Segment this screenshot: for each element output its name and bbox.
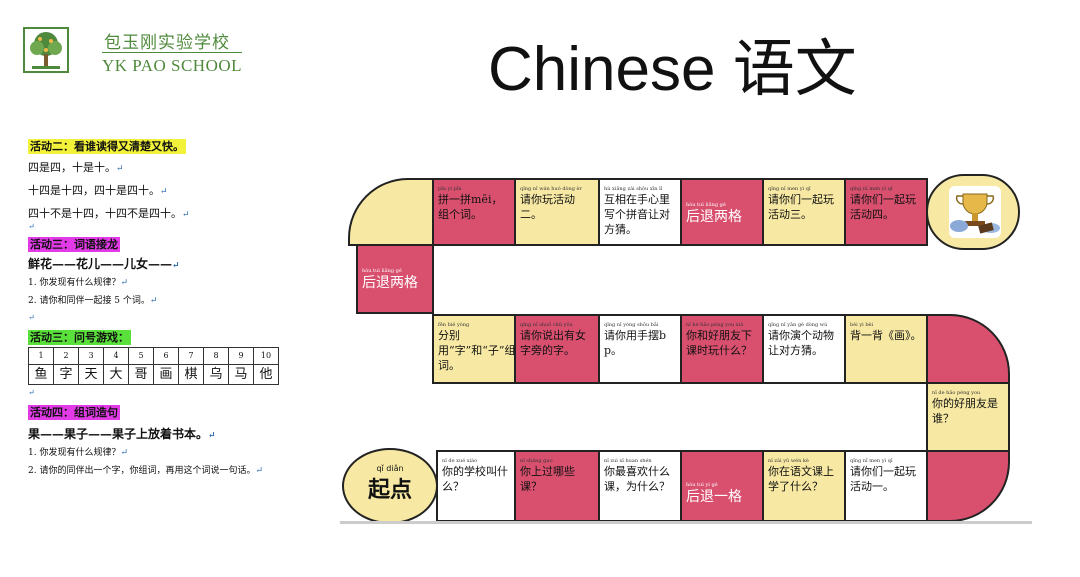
character-cell: 乌 [203, 364, 229, 385]
paragraph-mark: ↵ [28, 313, 35, 322]
question-1: 1. 你发现有什么规律？↵ [28, 278, 128, 288]
number-cell: 5 [128, 347, 154, 365]
character-cell: 字 [53, 364, 79, 385]
school-name-chinese: 包玉刚实验学校 [104, 33, 230, 53]
number-cell: 2 [53, 347, 79, 365]
trophy-icon [949, 186, 1001, 238]
question-game-header: 活动三：问号游戏： [28, 330, 131, 345]
activity-sheet: 活动二：看谁读得又清楚又快。 四是四，十是十。↵ 十四是十四，四十是四十。↵ 四… [28, 135, 328, 478]
character-table: 1 2 3 4 5 6 7 8 9 10 鱼 字 天 大 哥 画 棋 乌 马 他 [28, 347, 279, 385]
character-cell: 他 [253, 364, 279, 385]
number-cell: 7 [178, 347, 204, 365]
board-baseline [340, 521, 1032, 524]
word-chain: 鲜花——花儿——儿女——↵ [28, 257, 180, 271]
board-corner-middle-right [926, 314, 1010, 384]
start-pinyin: qǐ diǎn [376, 464, 404, 473]
character-cell: 画 [153, 364, 179, 385]
character-cell: 大 [103, 364, 129, 385]
character-cell: 天 [78, 364, 104, 385]
school-name-english: YK PAO SCHOOL [102, 56, 243, 75]
number-cell: 9 [228, 347, 254, 365]
number-cell: 10 [253, 347, 279, 365]
page-title: Chinese 语文 [488, 35, 857, 104]
activity-two-header: 活动二：看谁读得又清楚又快。 [28, 139, 186, 154]
tongue-twister-line-3: 四十不是十四，十四不是四十。↵ [28, 207, 190, 220]
number-cell: 8 [203, 347, 229, 365]
logo-divider [102, 52, 242, 53]
start-circle: qǐ diǎn 起点 [342, 448, 438, 524]
board-corner-top-left [348, 178, 434, 246]
number-cell: 4 [103, 347, 129, 365]
character-cell: 棋 [178, 364, 204, 385]
start-label: 起点 [367, 477, 412, 503]
paragraph-mark: ↵ [28, 388, 35, 397]
activity-three-header: 活动三：词语接龙 [28, 237, 120, 252]
board-corner-bottom-right [926, 450, 1010, 522]
question-2: 2. 请你和同伴一起接 5 个词。↵ [28, 296, 158, 306]
number-cell: 1 [28, 347, 54, 365]
character-cell: 马 [228, 364, 254, 385]
question-1: 1. 你发现有什么规律？↵ [28, 448, 128, 458]
number-cell: 3 [78, 347, 104, 365]
finish-circle [926, 174, 1020, 250]
activity-four-header: 活动四：组词造句 [28, 405, 120, 420]
number-cell: 6 [153, 347, 179, 365]
tree-logo-icon [23, 27, 69, 73]
school-logo: 包玉刚实验学校 YK PAO SCHOOL [20, 22, 242, 78]
question-2: 2. 请你的同伴出一个字，你组词，再用这个词说一句话。↵ [28, 466, 263, 476]
character-cell: 鱼 [28, 364, 54, 385]
paragraph-mark: ↵ [28, 222, 35, 231]
sentence-chain: 果——果子——果子上放着书本。↵ [28, 427, 216, 441]
tongue-twister-line-1: 四是四，十是十。↵ [28, 161, 124, 174]
character-cell: 哥 [128, 364, 154, 385]
tongue-twister-line-2: 十四是十四，四十是四十。↵ [28, 184, 168, 197]
